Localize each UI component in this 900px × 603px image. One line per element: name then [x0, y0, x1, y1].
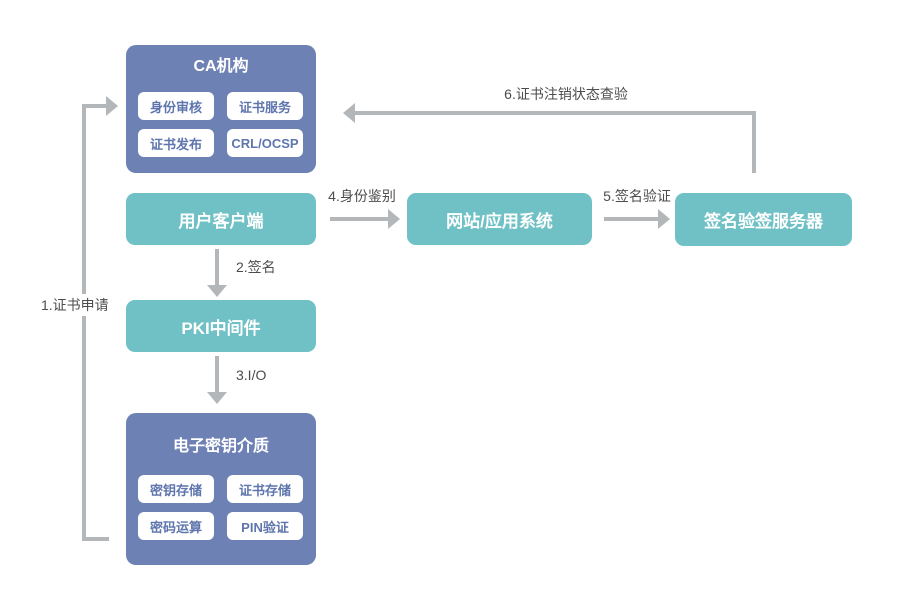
node-user-client: 用户客户端	[126, 193, 316, 245]
flow6-label: 6.证书注销状态查验	[504, 86, 628, 102]
flow1-label: 1.证书申请	[36, 294, 114, 316]
flow1-bottom-line	[82, 537, 109, 541]
keymedia-subnode-cert-storage: 证书存储	[227, 475, 303, 503]
flow2-label: 2.签名	[236, 259, 276, 275]
flow3-label: 3.I/O	[236, 367, 267, 383]
flow3-line	[215, 356, 219, 392]
keymedia-subnode-crypto-operation: 密码运算	[138, 512, 214, 540]
flow5-label: 5.签名验证	[603, 188, 671, 204]
flow6-horizontal-line	[355, 111, 756, 115]
flow6-vertical-line	[752, 111, 756, 173]
ca-subnode-cert-publish: 证书发布	[138, 129, 214, 157]
ca-subnode-identity-review: 身份审核	[138, 92, 214, 120]
node-pki-middleware: PKI中间件	[126, 300, 316, 352]
flow5-arrowhead-right-icon	[658, 209, 670, 229]
ca-subnode-cert-service: 证书服务	[227, 92, 303, 120]
flow3-arrowhead-down-icon	[207, 392, 227, 404]
keymedia-subnode-key-storage: 密钥存储	[138, 475, 214, 503]
flow1-top-line	[82, 104, 106, 108]
node-key-media: 电子密钥介质 密钥存储 证书存储 密码运算 PIN验证	[126, 413, 316, 565]
flow1-vertical-line	[82, 104, 86, 540]
keymedia-subnode-pin-verify: PIN验证	[227, 512, 303, 540]
node-ca-title: CA机构	[193, 58, 249, 75]
node-sign-verify-server: 签名验签服务器	[675, 193, 852, 246]
flow1-arrowhead-right-icon	[106, 96, 118, 116]
node-web-app: 网站/应用系统	[407, 193, 592, 245]
flow5-line	[604, 217, 658, 221]
ca-subgrid: 身份审核 证书服务 证书发布 CRL/OCSP	[138, 92, 303, 157]
flow4-label: 4.身份鉴别	[328, 188, 396, 204]
node-key-media-title: 电子密钥介质	[172, 438, 269, 455]
flow4-arrowhead-right-icon	[388, 209, 400, 229]
flow2-line	[215, 249, 219, 285]
flow4-line	[330, 217, 388, 221]
ca-subnode-crl-ocsp: CRL/OCSP	[227, 129, 303, 157]
key-media-subgrid: 密钥存储 证书存储 密码运算 PIN验证	[138, 475, 303, 540]
node-ca: CA机构 身份审核 证书服务 证书发布 CRL/OCSP	[126, 45, 316, 173]
flow6-arrowhead-left-icon	[343, 103, 355, 123]
flow2-arrowhead-down-icon	[207, 285, 227, 297]
